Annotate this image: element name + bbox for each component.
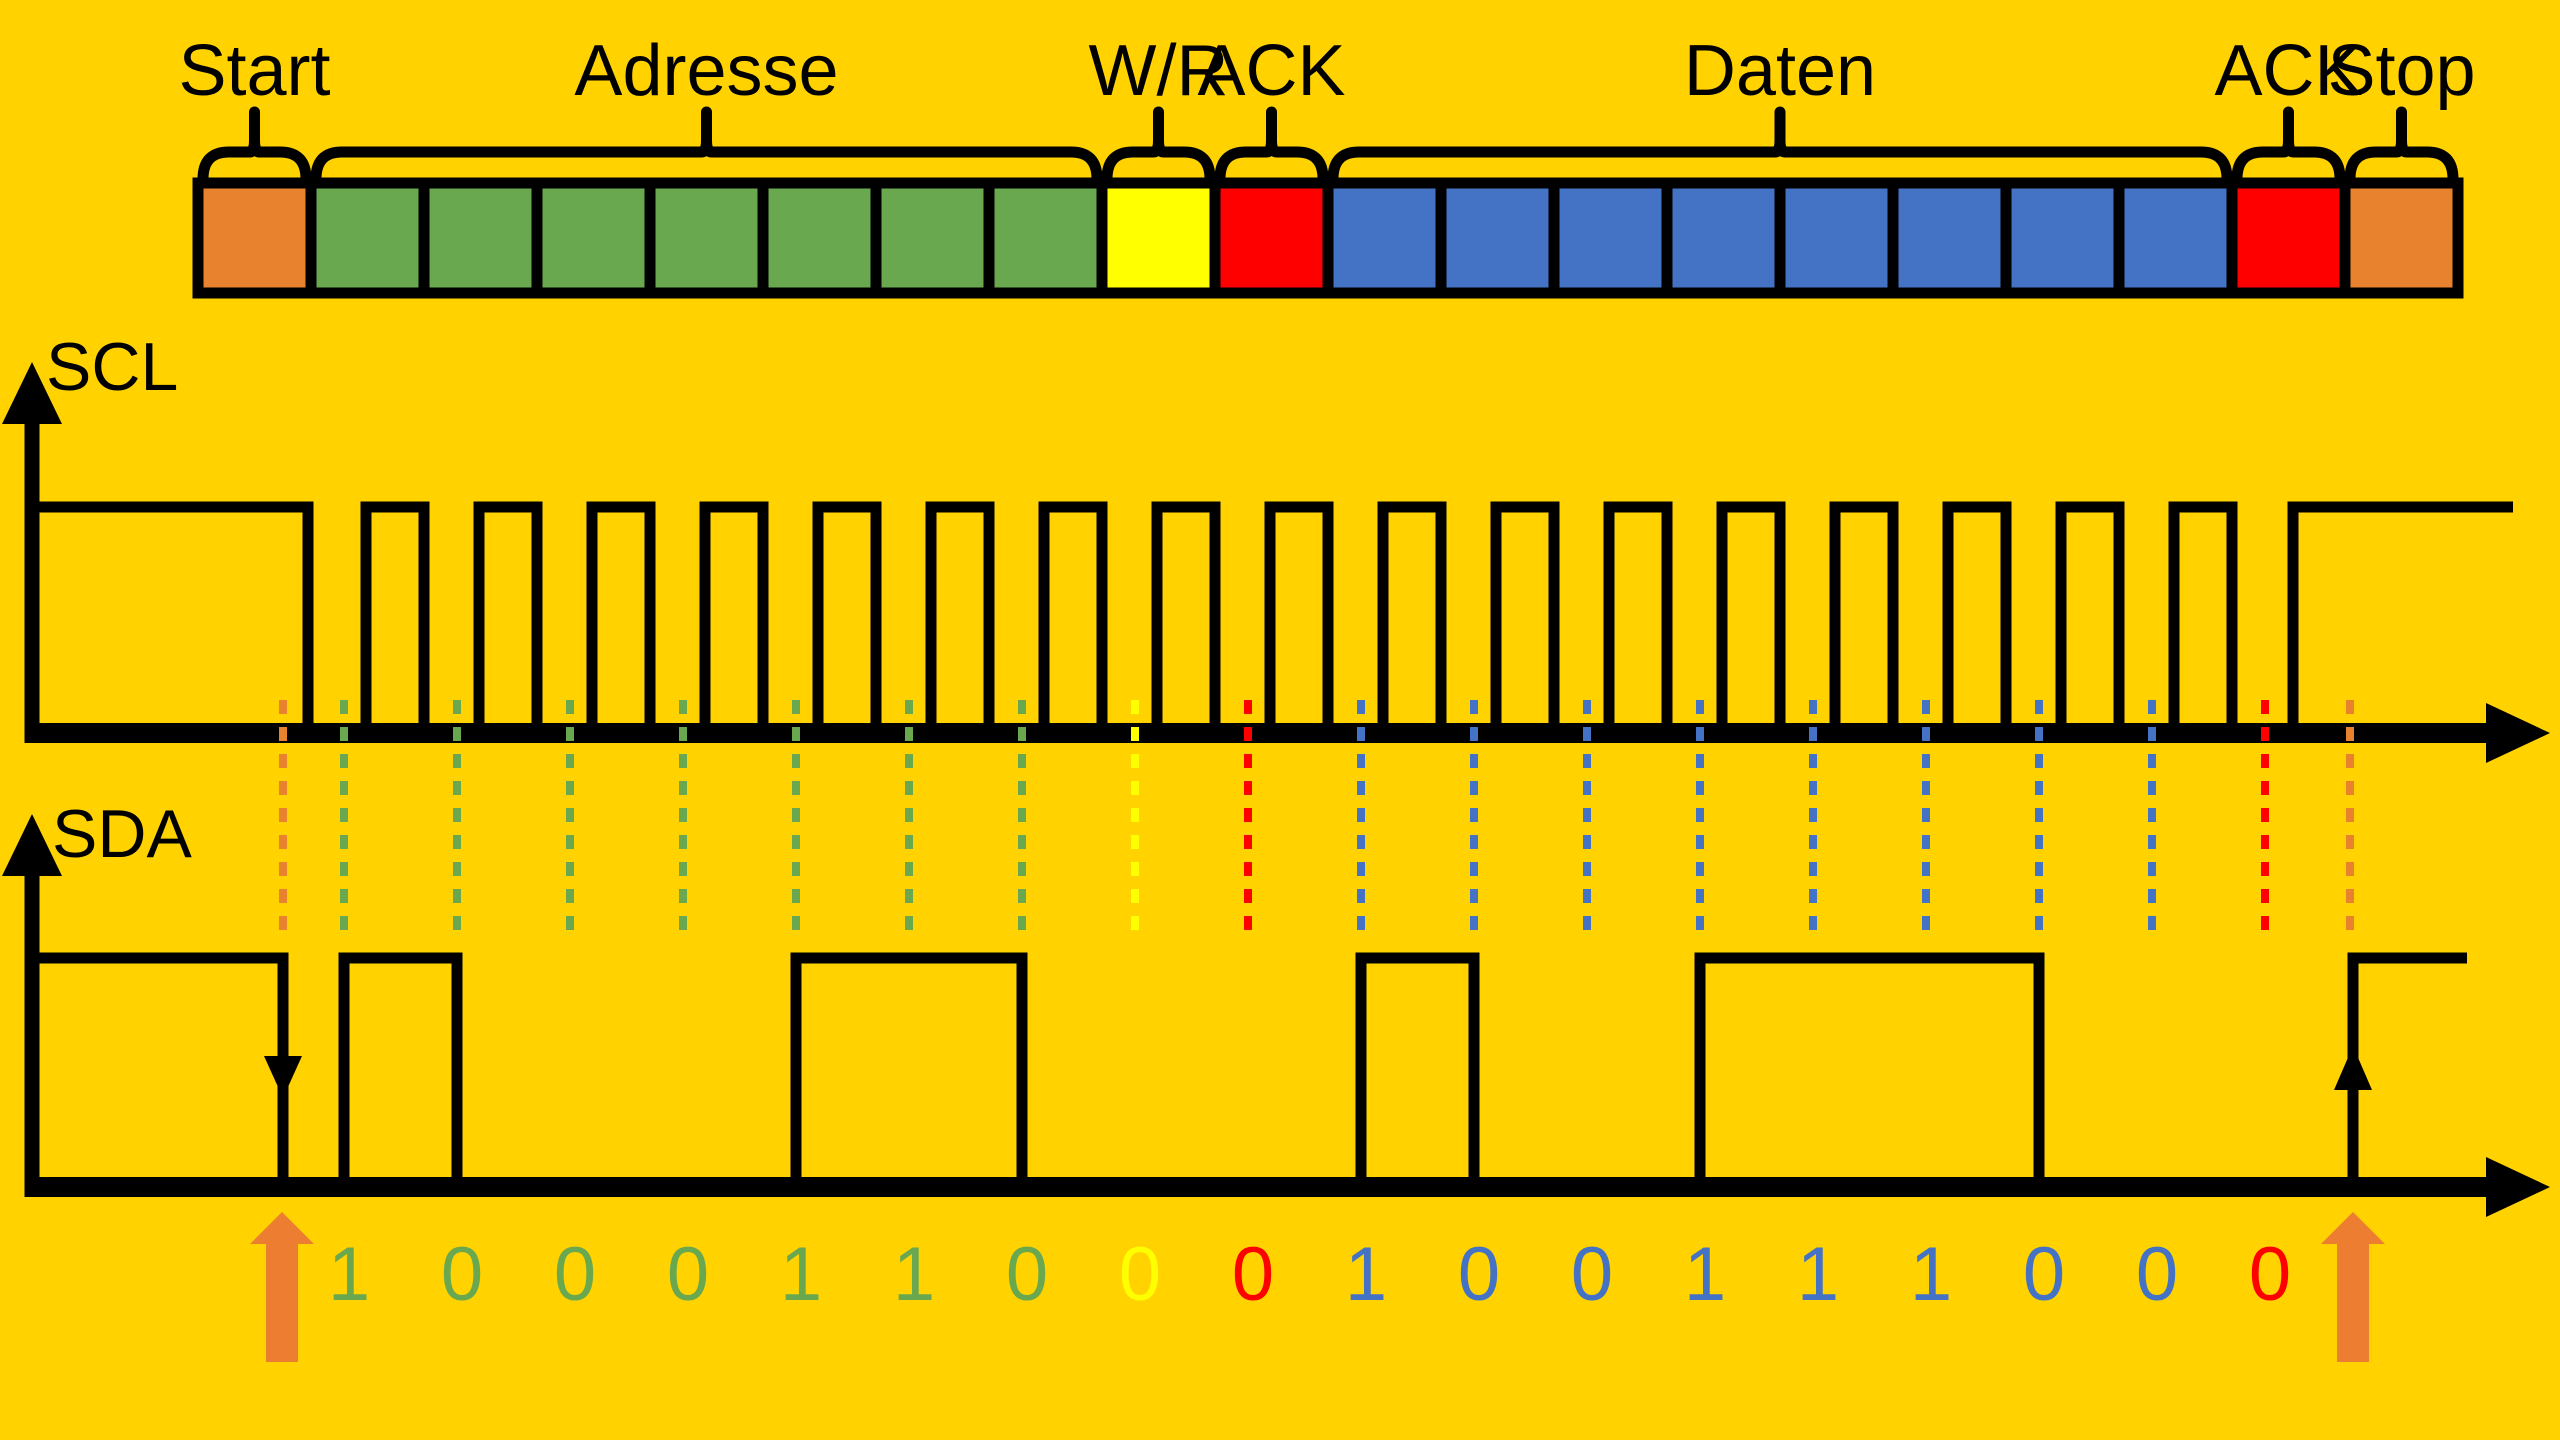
- start-marker-arrow-icon: [250, 1212, 314, 1244]
- stop-marker-arrow-icon: [2321, 1212, 2385, 1244]
- start-marker-arrow-icon: [266, 1242, 298, 1362]
- bit-value-digit: 1: [1797, 1232, 1839, 1317]
- frame-group-brace: [1101, 106, 1216, 185]
- bit-value-digit: 1: [1910, 1232, 1952, 1317]
- frame-bit-box: [1209, 177, 1334, 299]
- bit-value-digit: 0: [1006, 1232, 1048, 1317]
- frame-group-label: Adresse: [574, 31, 838, 111]
- bit-value-digit: 1: [1345, 1232, 1387, 1317]
- frame-bit-box: [1096, 177, 1221, 299]
- sda-waveform: [36, 952, 2467, 1193]
- bit-value-digit: 1: [780, 1232, 822, 1317]
- scl-label: SCL: [46, 329, 178, 405]
- sda-level-axis-arrow-icon: [2, 814, 62, 876]
- frame-bit-box: [2113, 177, 2238, 299]
- bit-value-digit: 0: [1232, 1232, 1274, 1317]
- frame-group-label: Daten: [1684, 31, 1876, 111]
- bit-value-digit: 0: [1458, 1232, 1500, 1317]
- bit-value-digit: 0: [1571, 1232, 1613, 1317]
- frame-bit-box: [870, 177, 995, 299]
- frame-bit-box: [1774, 177, 1899, 299]
- sda-stop-rising-edge-arrow-icon: [2334, 1046, 2372, 1090]
- frame-bit-box: [2226, 177, 2351, 299]
- frame-bit-box: [983, 177, 1108, 299]
- frame-group-brace: [2344, 106, 2459, 185]
- frame-bit-box: [531, 177, 656, 299]
- scl-level-axis-arrow-icon: [2, 362, 62, 424]
- frame-group-label: ACK: [2214, 31, 2362, 111]
- scl-time-axis-arrow-icon: [2486, 703, 2550, 763]
- stop-marker-arrow-icon: [2337, 1242, 2369, 1362]
- sda-time-axis-arrow-icon: [2486, 1157, 2550, 1217]
- frame-group-label: ACK: [1197, 31, 1345, 111]
- sda-start-falling-edge-arrow-icon: [264, 1056, 302, 1098]
- scl-waveform: [36, 501, 2513, 739]
- frame-bit-box: [418, 177, 543, 299]
- frame-group-brace: [197, 106, 312, 185]
- bit-value-digit: 1: [893, 1232, 935, 1317]
- frame-bit-box: [644, 177, 769, 299]
- frame-group-label: Start: [178, 31, 330, 111]
- frame-bit-box: [1435, 177, 1560, 299]
- frame-bit-box: [1322, 177, 1447, 299]
- frame-group-brace: [2231, 106, 2346, 185]
- frame-group-brace: [1327, 106, 2233, 185]
- frame-bit-box: [1887, 177, 2012, 299]
- bit-value-digit: 0: [2249, 1232, 2291, 1317]
- bit-value-digit: 0: [667, 1232, 709, 1317]
- frame-bit-box: [757, 177, 882, 299]
- frame-bit-box: [1661, 177, 1786, 299]
- frame-group-label: Stop: [2327, 31, 2475, 111]
- frame-group-brace: [1214, 106, 1329, 185]
- bit-value-digit: 0: [2023, 1232, 2065, 1317]
- bit-value-digit: 1: [328, 1232, 370, 1317]
- frame-bit-box: [2339, 177, 2464, 299]
- frame-bit-box: [1548, 177, 1673, 299]
- frame-group-label: W/R: [1089, 31, 1229, 111]
- bit-value-digit: 0: [554, 1232, 596, 1317]
- frame-bit-box: [305, 177, 430, 299]
- bit-value-digit: 1: [1684, 1232, 1726, 1317]
- bit-value-digit: 0: [2136, 1232, 2178, 1317]
- frame-group-brace: [310, 106, 1103, 185]
- bit-value-digit: 0: [441, 1232, 483, 1317]
- sda-label: SDA: [52, 796, 192, 872]
- frame-bit-box: [192, 177, 317, 299]
- bit-value-digit: 0: [1119, 1232, 1161, 1317]
- frame-bit-box: [2000, 177, 2125, 299]
